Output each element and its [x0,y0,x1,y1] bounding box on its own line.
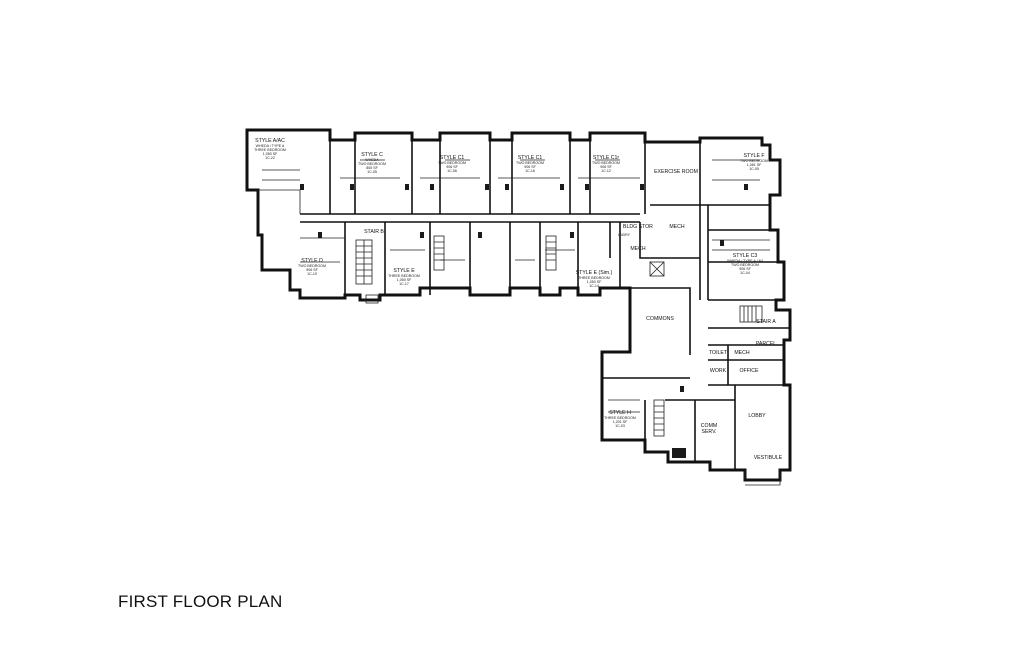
unit-style-e-sim-note: 1C-14 [589,284,599,288]
unit-style-d-type: TWO BEDROOM [298,264,326,268]
unit-style-c-type: TWO BEDROOM [358,162,386,166]
room-stair-a-label: STAIR A [756,319,776,325]
unit-style-c1r-area: 906 SF [600,165,612,169]
room-vestibule-label: VESTIBULE [754,455,783,461]
room-mech-3-label: MECH [734,350,750,356]
unit-style-e-type: THREE BEDROOM [388,274,420,278]
unit-style-e-sim-type: THREE BEDROOM [578,276,610,280]
unit-labels: STYLE A/AC WHEDA / TYPE A THREE BEDROOM … [254,138,768,428]
unit-style-e-sim-name: STYLE E (Sim.) [576,270,613,276]
unit-style-c-sub: WHEDA [365,158,379,162]
room-parcel-label: PARCEL [756,341,776,347]
unit-style-c1-b-type: TWO BEDROOM [516,161,544,165]
room-commons-label: COMMONS [646,316,674,322]
room-mech-2-label: MECH [630,246,646,252]
unit-style-c1-a-type: TWO BEDROOM [438,161,466,165]
unit-style-c3-type: TWO BEDROOM [731,263,759,267]
room-laundry-label: LNDRY [618,233,631,237]
unit-style-h-type: THREE BEDROOM [604,416,636,420]
unit-style-f-note: 1C-05 [749,167,759,171]
fixture-marks [300,184,748,392]
top-unit-walls [258,138,770,214]
unit-style-e-area: 1,050 SF [397,278,412,282]
room-comm-serv-label-line1: COMM [701,423,717,429]
unit-style-c1r-name: STYLE C1r [593,155,620,161]
unit-style-aac-name: STYLE A/AC [255,138,285,144]
unit-style-c3-note: 1C-04 [740,271,750,275]
unit-style-c3-area: 906 SF [739,267,751,271]
unit-style-e-note: 1C-17 [399,282,409,286]
room-exercise-label: EXERCISE ROOM [654,169,698,175]
unit-style-d-note: 1C-19 [307,272,317,276]
unit-style-h-area: 1,201 SF [613,420,628,424]
unit-style-c-name: STYLE C [361,152,383,158]
unit-style-f-type: TWO BEDROOM [740,159,768,163]
unit-style-h-name: STYLE H [609,410,631,416]
unit-style-c3-name: STYLE C3 [733,253,758,259]
unit-style-f-name: STYLE F [743,153,764,159]
unit-style-c1-b-note: 1C-16 [525,169,535,173]
unit-style-c1r-note: 1C-12 [601,169,611,173]
room-bldg-stor-label: BLDG STOR [623,224,653,230]
unit-style-c-note: 1C-05 [367,170,377,174]
unit-style-aac-type: THREE BEDROOM [254,148,286,152]
room-labels: EXERCISE ROOM STAIR B BLDG STOR LNDRY ME… [364,169,783,461]
room-comm-serv-label-line2: SERV. [702,429,717,435]
unit-style-c1-a-note: 1C-06 [447,169,457,173]
unit-style-c1-b-area: 906 SF [524,165,536,169]
unit-style-aac-area: 1,050 SF [263,152,278,156]
unit-style-c1-a-name: STYLE C1 [440,155,465,161]
unit-style-c1r-type: TWO BEDROOM [592,161,620,165]
east-wing-walls [602,159,790,486]
unit-style-c1-b-name: STYLE C1 [518,155,543,161]
unit-style-d-area: 906 SF [306,268,318,272]
unit-style-c1-a-area: 906 SF [446,165,458,169]
unit-style-aac-note: 1C-22 [265,156,275,160]
room-stair-b-label: STAIR B [364,229,384,235]
bottom-unit-walls [300,222,621,304]
room-work-label: WORK [710,368,727,374]
unit-style-e-sim-area: 1,050 SF [587,280,602,284]
unit-style-e-name: STYLE E [393,268,415,274]
unit-style-h-note: 1C-03 [615,424,625,428]
unit-style-c3-sub: WHEDA / TYPE A / AV [727,259,763,263]
unit-style-c-area: 855 SF [366,166,378,170]
unit-style-d-name: STYLE D [301,258,323,264]
room-mech-1-label: MECH [669,224,685,230]
room-lobby-label: LOBBY [748,413,766,419]
room-office-label: OFFICE [739,368,759,374]
room-toilet-label: TOILET [709,350,728,356]
page-title: FIRST FLOOR PLAN [118,592,283,611]
unit-style-aac-sub: WHEDA / TYPE A [256,144,285,148]
unit-style-f-area: 1,081 SF [747,163,762,167]
